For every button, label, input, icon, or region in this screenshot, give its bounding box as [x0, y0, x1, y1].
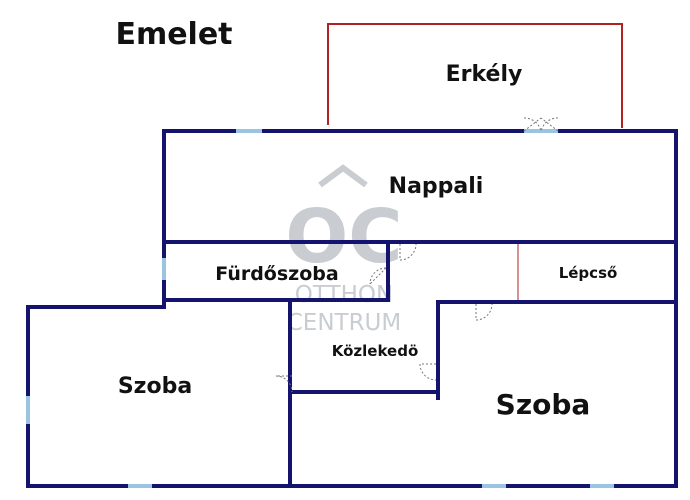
- room-label-kozlekedo: Közlekedö: [332, 342, 419, 360]
- door-nappali: [399, 243, 417, 261]
- floor-title: Emelet: [115, 17, 232, 52]
- room-label-furdoszoba: Fürdőszoba: [215, 263, 338, 285]
- watermark-line1: OTTHON: [295, 282, 393, 308]
- room-label-lepcso: Lépcső: [559, 264, 618, 282]
- door-corridor-right: [419, 363, 437, 381]
- door-bath: [369, 267, 387, 285]
- door-right-room: [475, 303, 493, 321]
- room-label-nappali: Nappali: [389, 174, 484, 199]
- balcony-door-right-swing: [540, 117, 559, 132]
- balcony-outline: [327, 23, 623, 128]
- door-swings: [275, 117, 559, 393]
- watermark-monogram: OC: [285, 194, 402, 280]
- otthon-centrum-watermark: OC OTTHON CENTRUM: [285, 164, 403, 336]
- balcony-door-left-swing: [523, 117, 542, 132]
- door-left-room: [275, 375, 293, 393]
- watermark-roof-icon: [318, 164, 368, 188]
- walls: [26, 129, 678, 488]
- room-label-szoba-left: Szoba: [118, 374, 192, 399]
- room-label-erkely: Erkély: [446, 62, 523, 87]
- windows: [26, 129, 614, 488]
- room-label-szoba-right: Szoba: [496, 388, 591, 421]
- watermark-line2: CENTRUM: [287, 310, 402, 336]
